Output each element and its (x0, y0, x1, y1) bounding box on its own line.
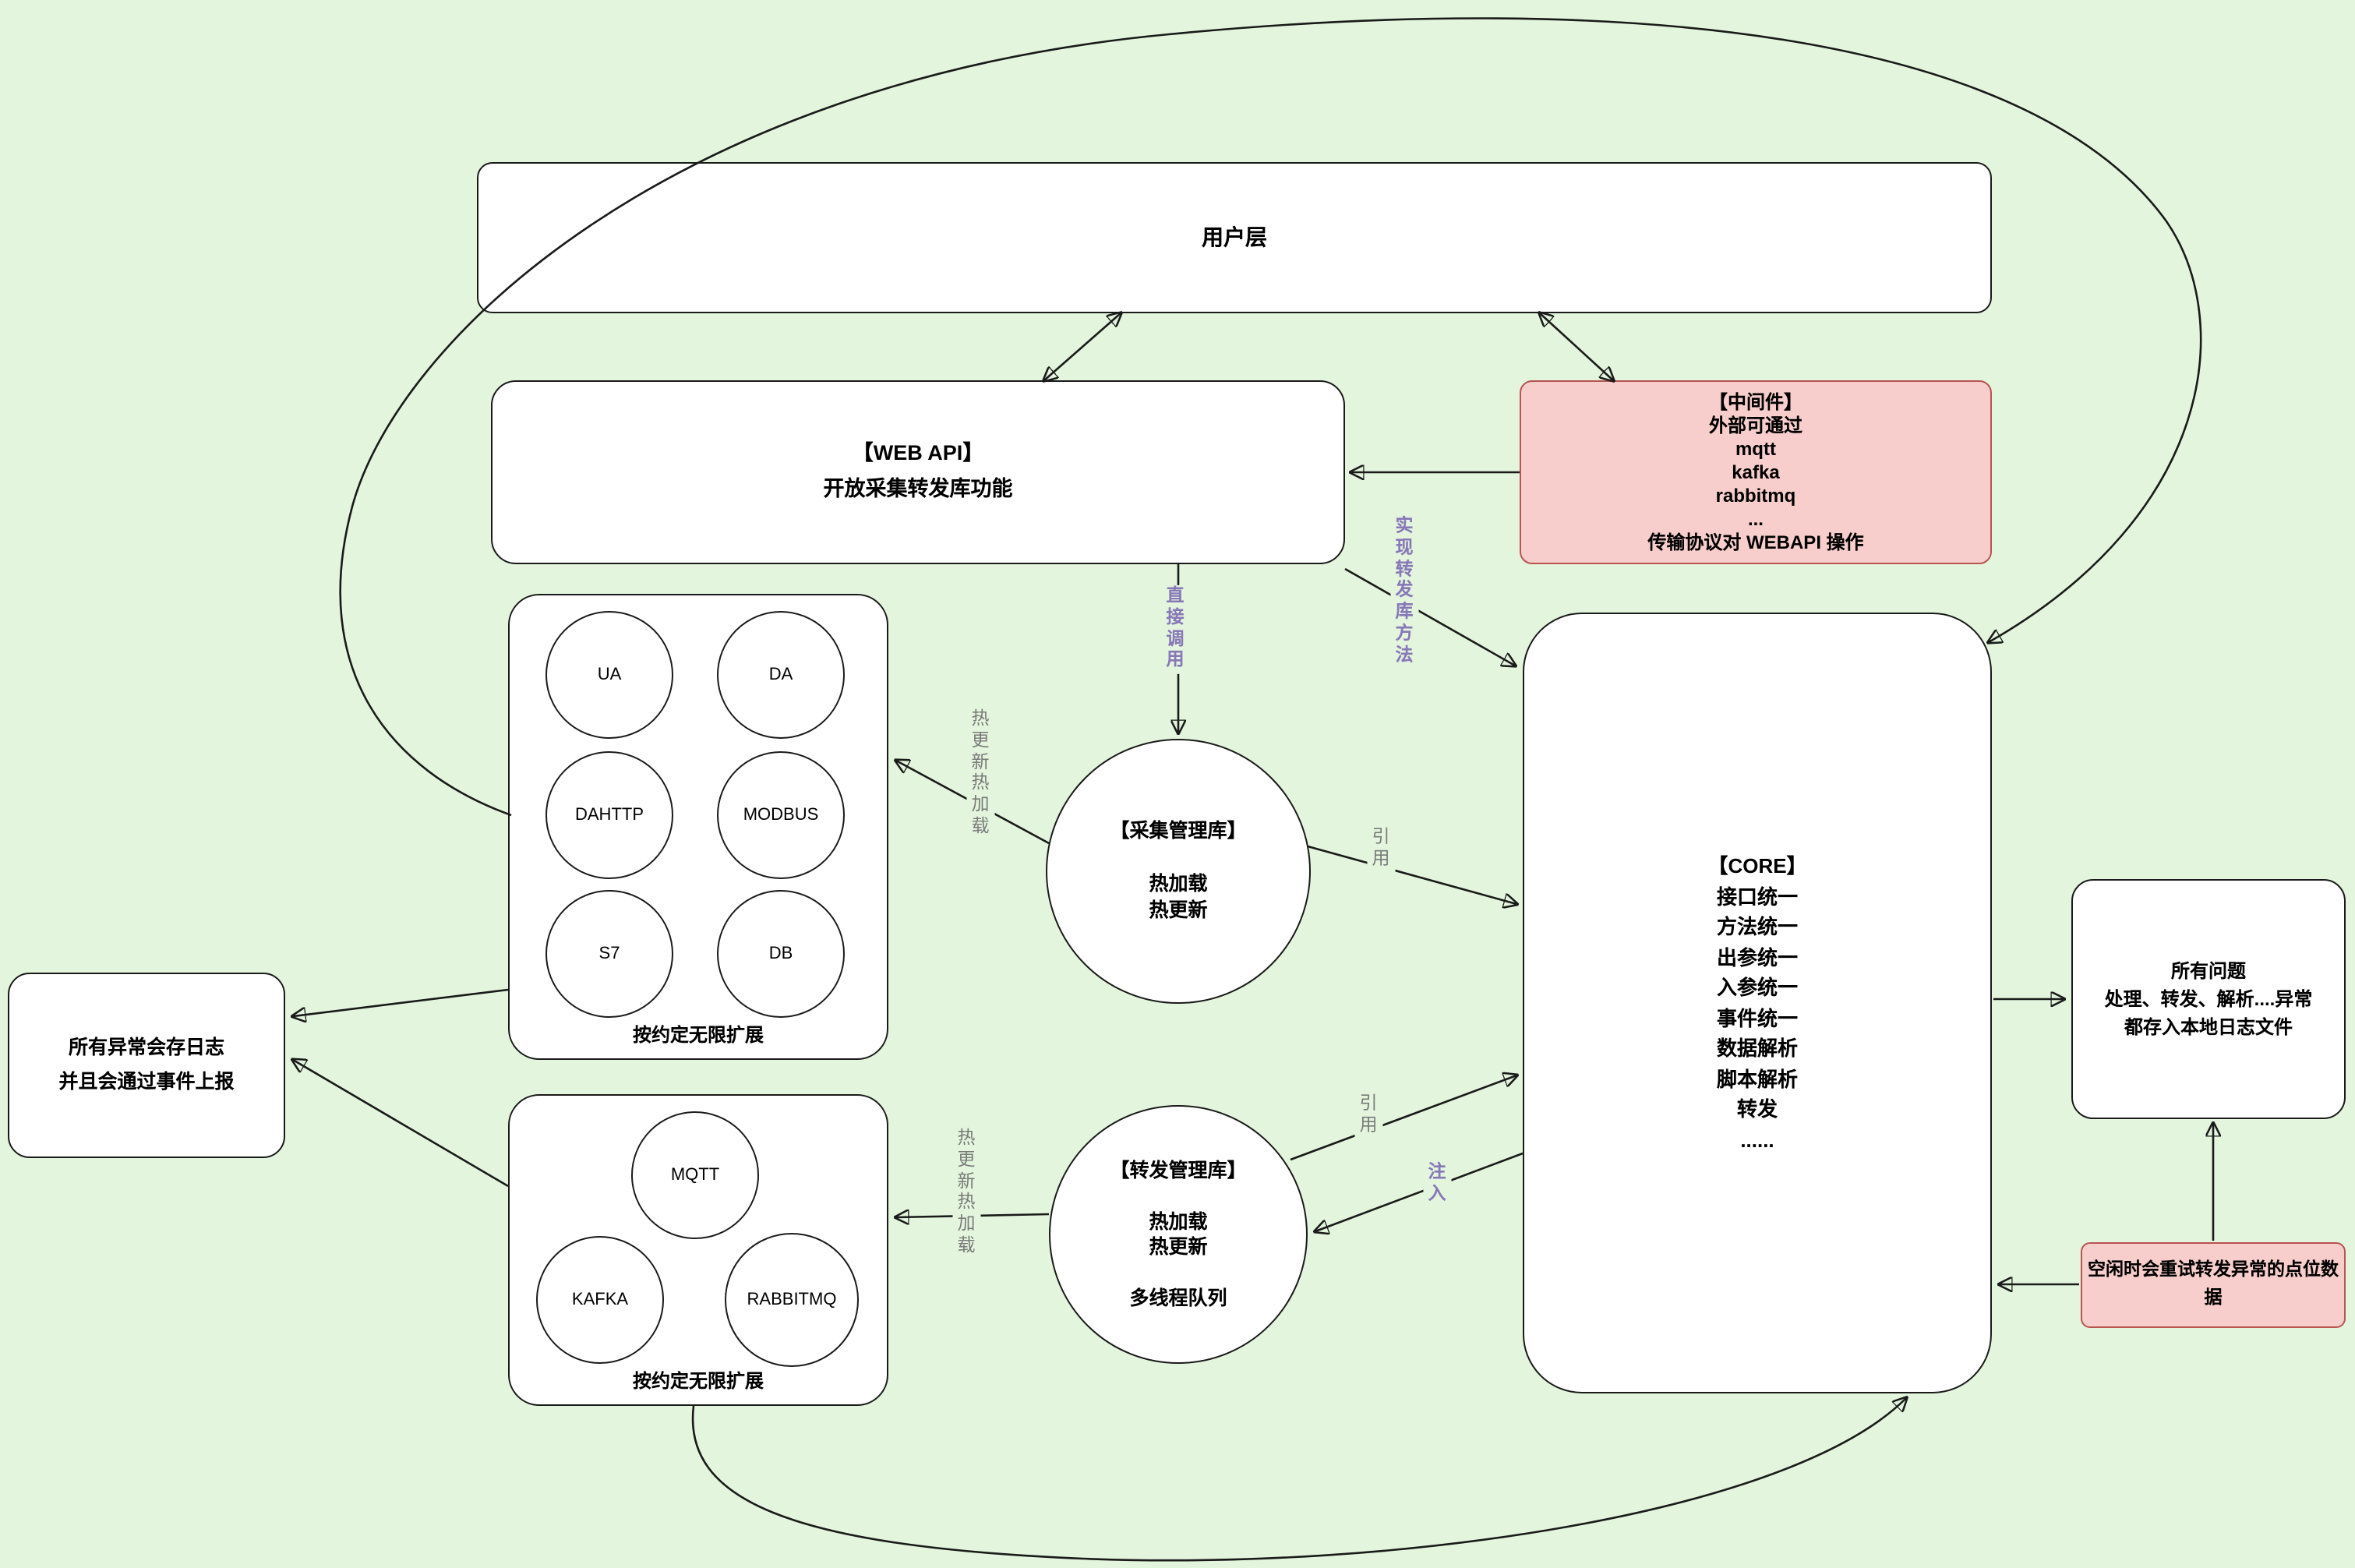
node-forward-plugin-group: MQTT KAFKA RABBITMQ 按约定无限扩展 (508, 1094, 888, 1406)
node-plugin-db: DB (717, 890, 845, 1018)
node-plugin-s7: S7 (545, 890, 673, 1018)
edge-label-ref-collect: 引用 (1367, 826, 1395, 873)
collect-plugins-caption: 按约定无限扩展 (632, 1024, 764, 1046)
node-plugin-kafka: KAFKA (536, 1236, 664, 1364)
node-core: 【CORE】 接口统一 方法统一 出参统一 入参统一 事件统一 数据解析 脚本解… (1523, 613, 1992, 1393)
edge-userlayer-middleware (1540, 313, 1613, 380)
node-user-layer: 用户层 (477, 162, 1992, 313)
node-plugin-dahttp: DAHTTP (545, 751, 673, 879)
edge-collectplugins-exceptionlog (293, 988, 509, 1016)
node-local-log: 所有问题 处理、转发、解析....异常 都存入本地日志文件 (2071, 879, 2346, 1119)
node-web-api: 【WEB API】 开放采集转发库功能 (491, 380, 1345, 564)
edge-label-hot-update-forward: 热更新 热加载 (952, 1128, 980, 1260)
node-plugin-ua: UA (545, 611, 673, 739)
edge-label-impl-forward: 实现转发库方法 (1390, 515, 1418, 669)
edge-loop-bottom-to-core (691, 1398, 1906, 1562)
node-plugin-rabbitmq: RABBITMQ (725, 1233, 859, 1367)
node-plugin-mqtt: MQTT (631, 1111, 759, 1239)
forward-plugins-caption: 按约定无限扩展 (632, 1370, 764, 1392)
edge-forwardmanager-plugins (896, 1214, 1050, 1217)
edge-webapi-core (1344, 567, 1515, 666)
edge-label-inject: 注入 (1423, 1161, 1451, 1208)
edge-forwardmanager-core (1290, 1075, 1516, 1161)
edge-forwardplugins-exceptionlog (293, 1060, 509, 1188)
edge-userlayer-webapi (1044, 313, 1121, 380)
node-middleware: 【中间件】 外部可通过 mqtt kafka rabbitmq ... 传输协议… (1520, 380, 1992, 564)
node-collect-plugin-group: UA DA DAHTTP MODBUS S7 DB 按约定无限扩展 (508, 594, 888, 1060)
edge-collectmanager-plugins (896, 761, 1050, 845)
node-retry-note: 空闲时会重试转发异常的点位数据 (2081, 1242, 2346, 1328)
edge-collectmanager-core (1307, 845, 1516, 904)
node-exception-log: 所有异常会存日志 并且会通过事件上报 (8, 973, 285, 1158)
edge-label-direct-call: 直接调用 (1161, 584, 1189, 675)
node-collect-manager: 【采集管理库】 热加载 热更新 (1046, 739, 1311, 1004)
node-plugin-da: DA (717, 611, 845, 739)
node-forward-manager: 【转发管理库】 热加载 热更新 多线程队列 (1049, 1105, 1308, 1364)
edge-core-forwardmanager (1315, 1152, 1524, 1231)
edge-label-hot-update-collect: 热更新 热加载 (966, 708, 994, 841)
edge-label-ref-forward: 引用 (1354, 1093, 1382, 1139)
node-plugin-modbus: MODBUS (717, 751, 845, 879)
